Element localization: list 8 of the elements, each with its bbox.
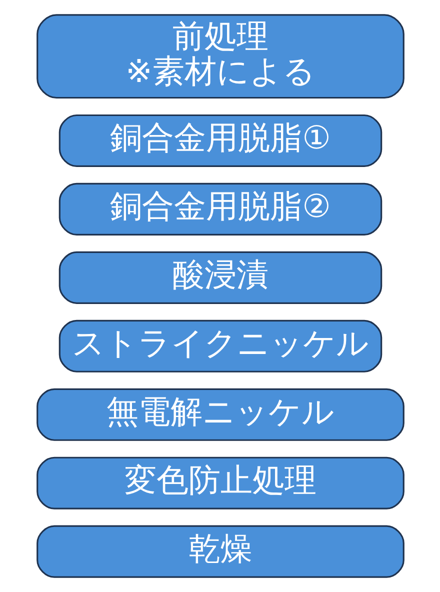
node-box: 銅合金用脱脂② — [58, 182, 382, 236]
node-box: 変色防止処理 — [36, 456, 404, 510]
node-box: 銅合金用脱脂① — [58, 114, 382, 167]
node-box: 酸浸漬 — [58, 251, 382, 304]
node-box: 無電解ニッケル — [36, 388, 404, 441]
node-box: 前処理 ※素材による — [36, 14, 404, 99]
node-box: 乾燥 — [36, 525, 404, 578]
node-box: ストライクニッケル — [58, 320, 382, 372]
